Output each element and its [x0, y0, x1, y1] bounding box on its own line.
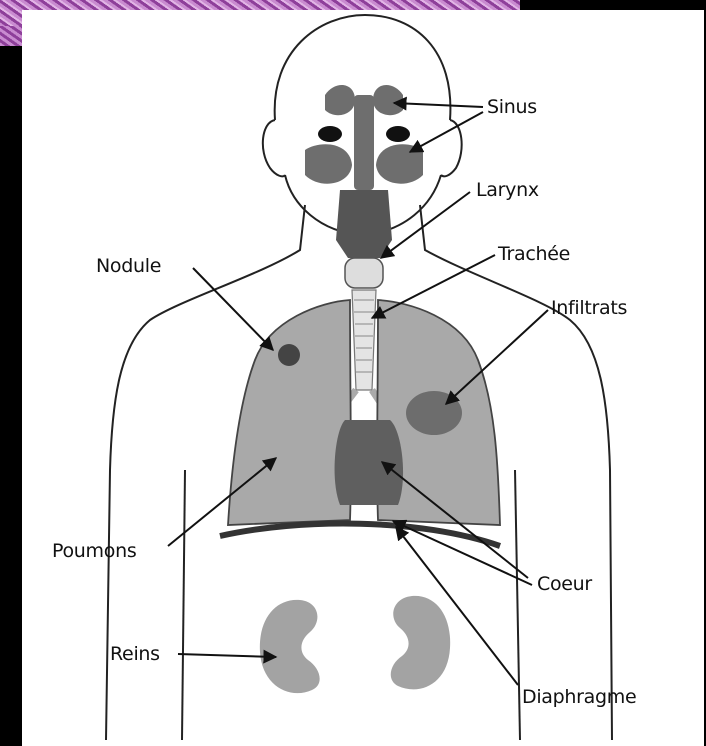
label-larynx: Larynx	[476, 179, 539, 201]
label-coeur: Coeur	[537, 573, 592, 595]
diaphragm	[220, 524, 500, 546]
kidneys	[260, 596, 450, 693]
label-sinus: Sinus	[487, 96, 537, 118]
label-trachee: Trachée	[498, 243, 570, 265]
heart	[335, 420, 403, 505]
label-reins: Reins	[110, 643, 160, 665]
nodule-mark	[278, 344, 300, 366]
label-poumons: Poumons	[52, 540, 136, 562]
label-nodule: Nodule	[96, 255, 161, 277]
label-infiltrats: Infiltrats	[551, 297, 627, 319]
label-diaphragme: Diaphragme	[522, 686, 636, 708]
